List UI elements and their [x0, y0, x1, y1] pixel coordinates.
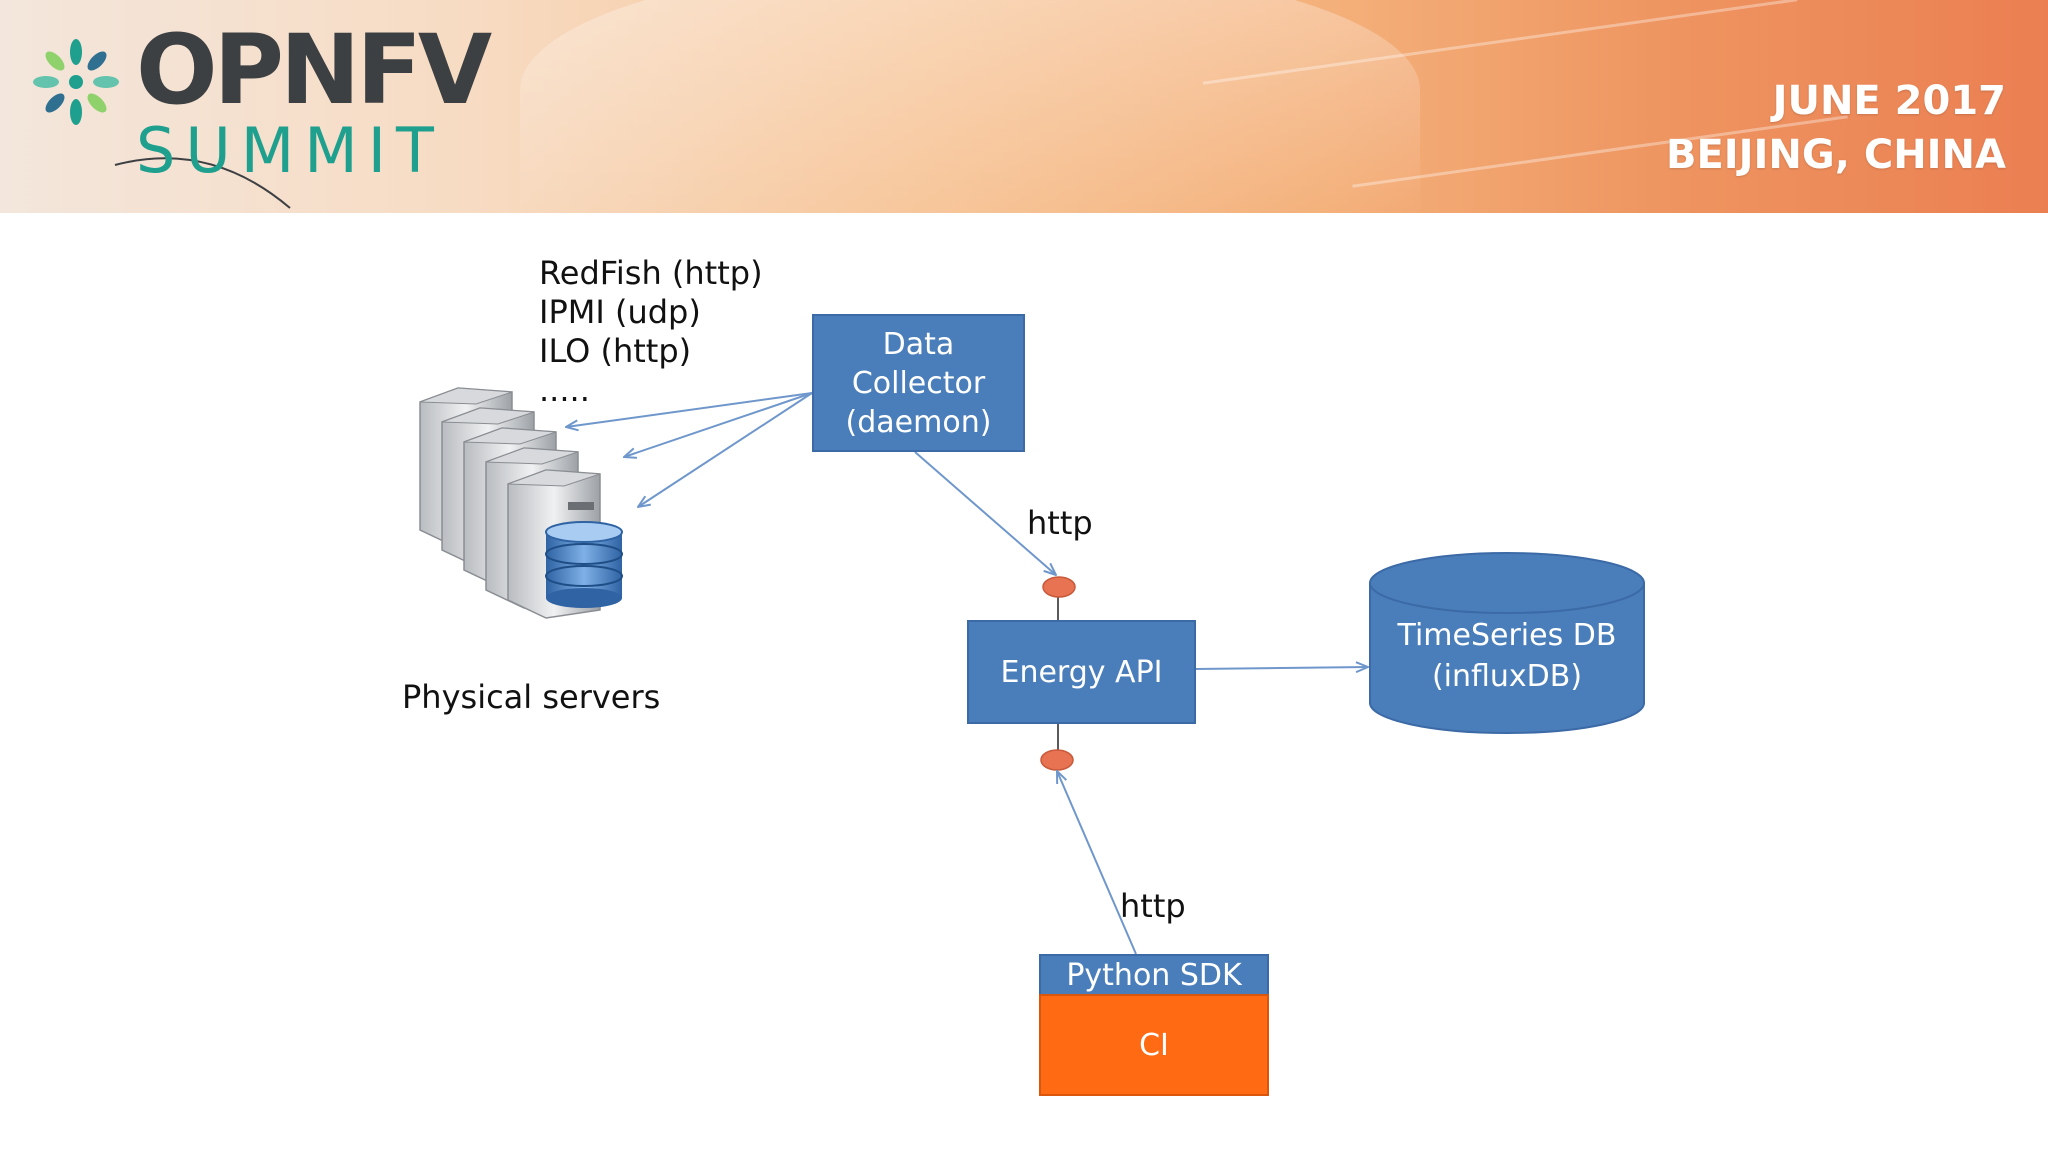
arrow-api-to-db	[1195, 667, 1368, 669]
data-collector-line: Data	[882, 326, 955, 362]
protocol-ipmi: IPMI (udp)	[539, 293, 701, 332]
banner-train-graphic	[520, 0, 1420, 213]
protocol-redfish: RedFish (http)	[539, 254, 763, 292]
logo-swoosh	[114, 157, 291, 209]
protocol-more: .....	[539, 371, 590, 410]
arrow-collector-to-servers	[624, 392, 813, 457]
server-stack-icon	[419, 387, 623, 619]
python-sdk-box: Python SDK	[1039, 954, 1269, 996]
arrow-collector-to-servers	[638, 392, 813, 507]
arrow-collector-to-servers	[566, 392, 813, 427]
servers-label: Physical servers	[402, 678, 661, 716]
protocol-ilo: ILO (http)	[539, 332, 692, 371]
interface-connector	[1040, 749, 1074, 771]
ci-box: CI	[1039, 994, 1269, 1096]
timeseries-db-label: TimeSeries DB (influxDB)	[1369, 616, 1645, 706]
interface-connector	[1042, 576, 1076, 598]
event-date: JUNE 2017	[1772, 78, 2006, 124]
python-sdk-label: Python SDK	[1066, 957, 1242, 993]
ci-label: CI	[1139, 1027, 1169, 1063]
data-collector-box: Data Collector (daemon)	[812, 314, 1025, 452]
timeseries-db-line: TimeSeries DB	[1397, 618, 1617, 653]
energy-api-box: Energy API	[967, 620, 1196, 724]
arrow-sdk-to-api	[1057, 771, 1137, 955]
timeseries-db-cylinder	[1369, 552, 1645, 734]
http-label-top: http	[1027, 504, 1093, 542]
logo-opnfv-text: OPNFV	[136, 14, 492, 126]
logo-summit-text: SUMMIT	[136, 114, 444, 187]
energy-api-label: Energy API	[1000, 654, 1163, 690]
data-collector-line: (daemon)	[845, 404, 992, 440]
arrow-collector-to-api	[914, 451, 1056, 575]
protocol-list: RedFish (http) IPMI (udp) ILO (http) ...…	[539, 254, 763, 410]
http-label-bottom: http	[1120, 887, 1186, 925]
data-collector-line: Collector	[851, 365, 986, 401]
database-icon	[545, 521, 623, 608]
opnfv-flower-icon	[33, 39, 119, 125]
header-banner: OPNFV SUMMIT JUNE 2017 BEIJING, CHINA	[0, 0, 2048, 213]
event-location: BEIJING, CHINA	[1665, 132, 2006, 178]
timeseries-db-line: (influxDB)	[1431, 658, 1583, 694]
